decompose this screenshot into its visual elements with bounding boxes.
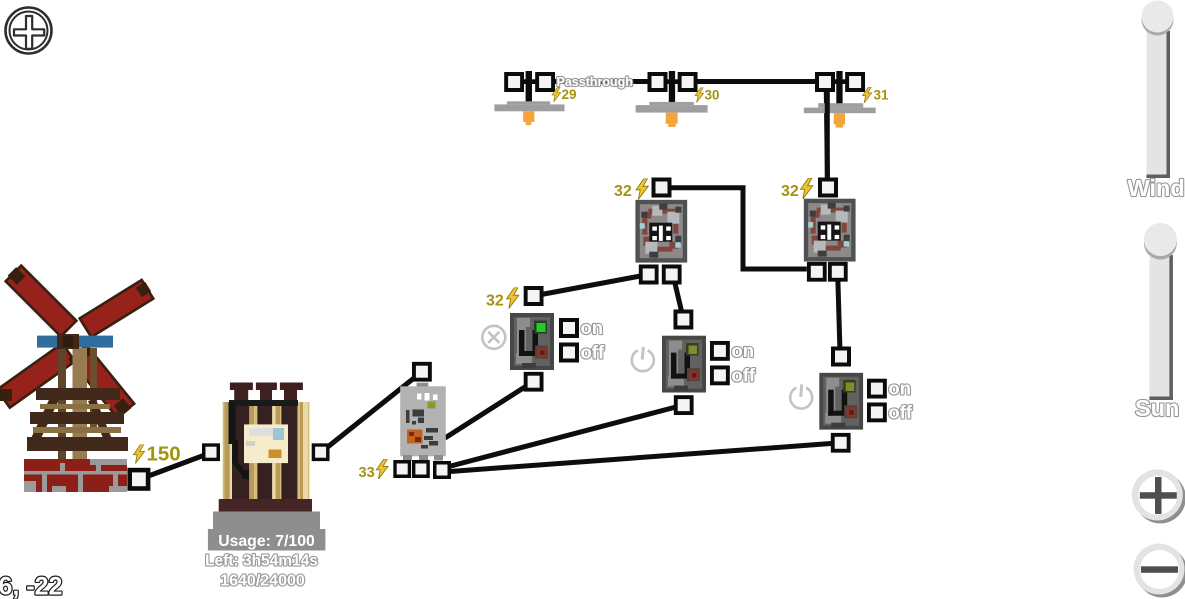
svg-text:6, -22: 6, -22: [0, 573, 62, 599]
svg-text:off: off: [581, 342, 605, 363]
svg-text:on: on: [888, 378, 911, 399]
svg-text:150: 150: [147, 443, 181, 466]
svg-text:Wind: Wind: [1128, 175, 1185, 201]
svg-text:31: 31: [874, 88, 890, 103]
svg-text:1640/24000: 1640/24000: [220, 573, 305, 590]
svg-text:30: 30: [705, 88, 720, 103]
svg-text:Passthrough: Passthrough: [557, 75, 633, 89]
svg-text:Usage: 7/100: Usage: 7/100: [218, 533, 315, 550]
svg-text:off: off: [888, 402, 912, 423]
svg-text:on: on: [581, 317, 604, 338]
svg-text:32: 32: [781, 183, 799, 200]
svg-text:32: 32: [486, 293, 504, 310]
svg-text:32: 32: [614, 183, 632, 200]
svg-text:on: on: [731, 340, 754, 361]
svg-text:29: 29: [562, 87, 577, 102]
svg-text:33: 33: [359, 465, 375, 481]
svg-text:Sun: Sun: [1135, 395, 1179, 421]
svg-text:off: off: [731, 365, 755, 386]
svg-text:Left: 3h54m14s: Left: 3h54m14s: [205, 553, 318, 570]
